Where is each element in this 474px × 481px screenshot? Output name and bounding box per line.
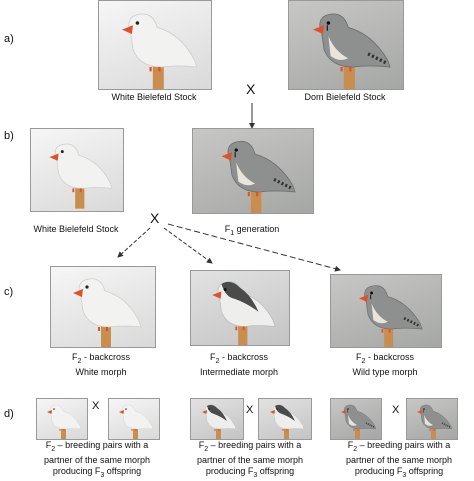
cross-symbol-d-intermediate: X <box>246 404 254 416</box>
photo-f1-generation <box>192 128 314 214</box>
caption-breeding-pairs-wild: F2 – breeding pairs with a partner of th… <box>345 440 453 479</box>
grey-zebra-finch-image <box>331 275 441 347</box>
intermediate-zebra-finch-image <box>191 271 289 345</box>
caption-dom-bielefeld-stock: Dom Bielefeld Stock <box>304 92 386 102</box>
panel-label-a: a) <box>4 33 14 45</box>
photo-pair-intermediate-female <box>258 398 312 440</box>
photo-white-bielefeld-stock-b <box>30 128 124 212</box>
panel-label-d: d) <box>4 408 14 420</box>
photo-f2-wild-type-morph <box>330 274 442 348</box>
photo-pair-white-male <box>36 398 88 440</box>
photo-white-bielefeld-stock <box>98 0 212 90</box>
arrow-b-to-intermediate-morph <box>163 227 213 264</box>
photo-f2-white-morph <box>50 266 156 348</box>
grey-zebra-finch-image <box>407 399 457 439</box>
cross-symbol-d-wild: X <box>392 404 400 416</box>
cross-symbol-d-white: X <box>92 400 100 412</box>
photo-f2-intermediate-morph <box>190 270 290 346</box>
cross-symbol-a: X <box>246 81 256 97</box>
white-zebra-finch-image <box>99 1 211 89</box>
caption-white-bielefeld-stock-a: White Bielefeld Stock <box>111 92 197 102</box>
white-zebra-finch-image <box>51 267 155 347</box>
caption-f2-white-morph: F2 - backcross White morph <box>72 352 130 377</box>
intermediate-zebra-finch-image <box>191 399 243 439</box>
caption-white-bielefeld-stock-b: White Bielefeld Stock <box>33 224 119 234</box>
cross-symbol-b: X <box>150 210 160 226</box>
arrow-b-to-wild-morph <box>167 223 341 272</box>
caption-breeding-pairs-white: F2 – breeding pairs with a partner of th… <box>43 440 151 479</box>
caption-f2-intermediate-morph: F2 - backcross Intermediate morph <box>199 352 279 377</box>
intermediate-zebra-finch-image <box>259 399 311 439</box>
panel-label-b: b) <box>4 130 14 142</box>
grey-zebra-finch-image <box>193 129 313 213</box>
caption-breeding-pairs-intermediate: F2 – breeding pairs with a partner of th… <box>196 440 304 479</box>
arrow-b-to-white-morph <box>117 227 151 258</box>
white-zebra-finch-image <box>109 399 159 439</box>
photo-pair-intermediate-male <box>190 398 244 440</box>
photo-pair-wild-male <box>330 398 382 440</box>
photo-pair-wild-female <box>406 398 458 440</box>
photo-pair-white-female <box>108 398 160 440</box>
caption-f2-wild-type-morph: F2 - backcross Wild type morph <box>352 352 418 377</box>
white-zebra-finch-image <box>31 129 123 211</box>
caption-f1-generation: F1 generation <box>224 224 280 237</box>
grey-zebra-finch-image <box>289 1 403 89</box>
grey-zebra-finch-image <box>331 399 381 439</box>
white-zebra-finch-image <box>37 399 87 439</box>
photo-dom-bielefeld-stock <box>288 0 404 90</box>
panel-label-c: c) <box>4 286 14 298</box>
